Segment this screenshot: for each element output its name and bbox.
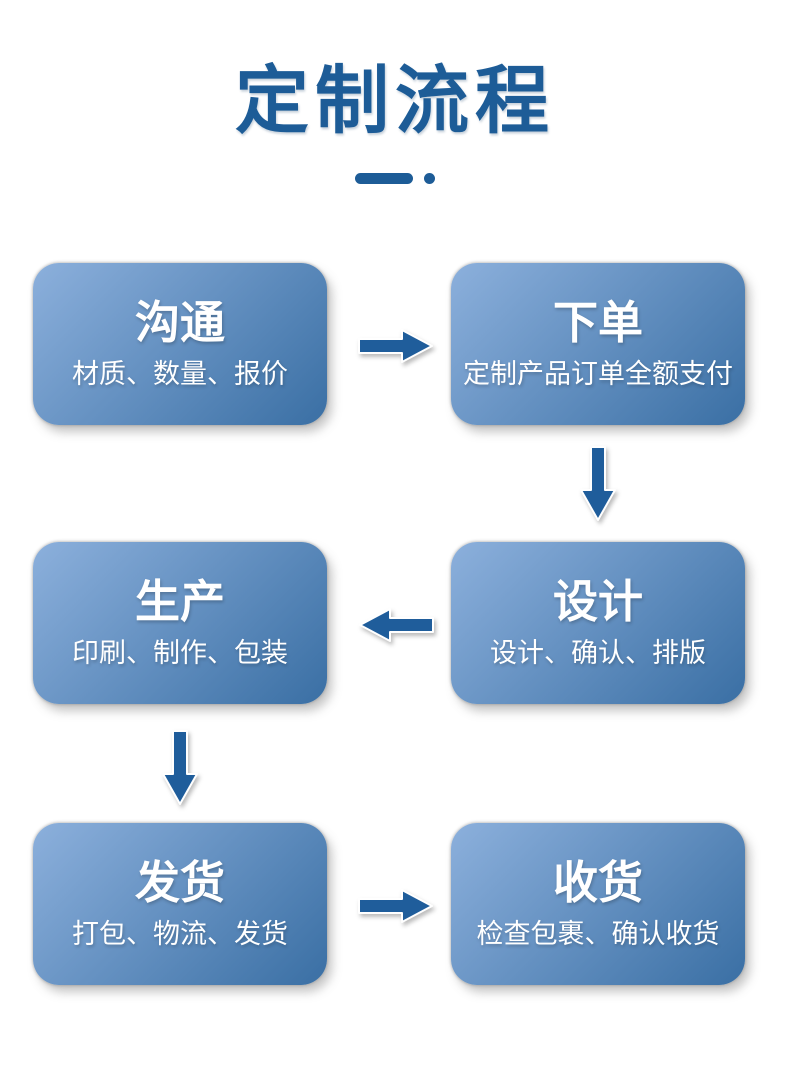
step-subtitle: 检查包裹、确认收货 [476, 919, 720, 949]
step-title: 收货 [552, 857, 643, 908]
step-box-place-order: 下单 定制产品订单全额支付 [451, 263, 745, 425]
arrow-left-icon [359, 608, 434, 642]
step-title: 沟通 [134, 297, 225, 348]
step-title: 生产 [134, 576, 225, 627]
step-title: 下单 [552, 297, 643, 348]
page-title: 定制流程 [235, 59, 555, 142]
title-dot-icon [424, 172, 435, 184]
step-box-production: 生产 印刷、制作、包装 [33, 542, 327, 704]
step-box-communication: 沟通 材质、数量、报价 [33, 263, 327, 425]
step-subtitle: 定制产品订单全额支付 [463, 359, 733, 389]
arrow-right-icon [358, 889, 433, 923]
step-box-shipping: 发货 打包、物流、发货 [33, 823, 327, 985]
step-subtitle: 设计、确认、排版 [490, 638, 706, 668]
step-box-receiving: 收货 检查包裹、确认收货 [451, 823, 745, 985]
step-title: 发货 [134, 857, 225, 908]
title-dash-icon [355, 172, 413, 184]
step-box-design: 设计 设计、确认、排版 [451, 542, 745, 704]
arrow-down-icon [162, 730, 198, 805]
step-subtitle: 印刷、制作、包装 [72, 638, 288, 668]
step-subtitle: 打包、物流、发货 [72, 919, 288, 949]
step-title: 设计 [552, 576, 643, 627]
arrow-down-icon [580, 446, 616, 521]
arrow-right-icon [358, 329, 433, 363]
title-underline [0, 171, 790, 185]
step-subtitle: 材质、数量、报价 [72, 359, 288, 389]
